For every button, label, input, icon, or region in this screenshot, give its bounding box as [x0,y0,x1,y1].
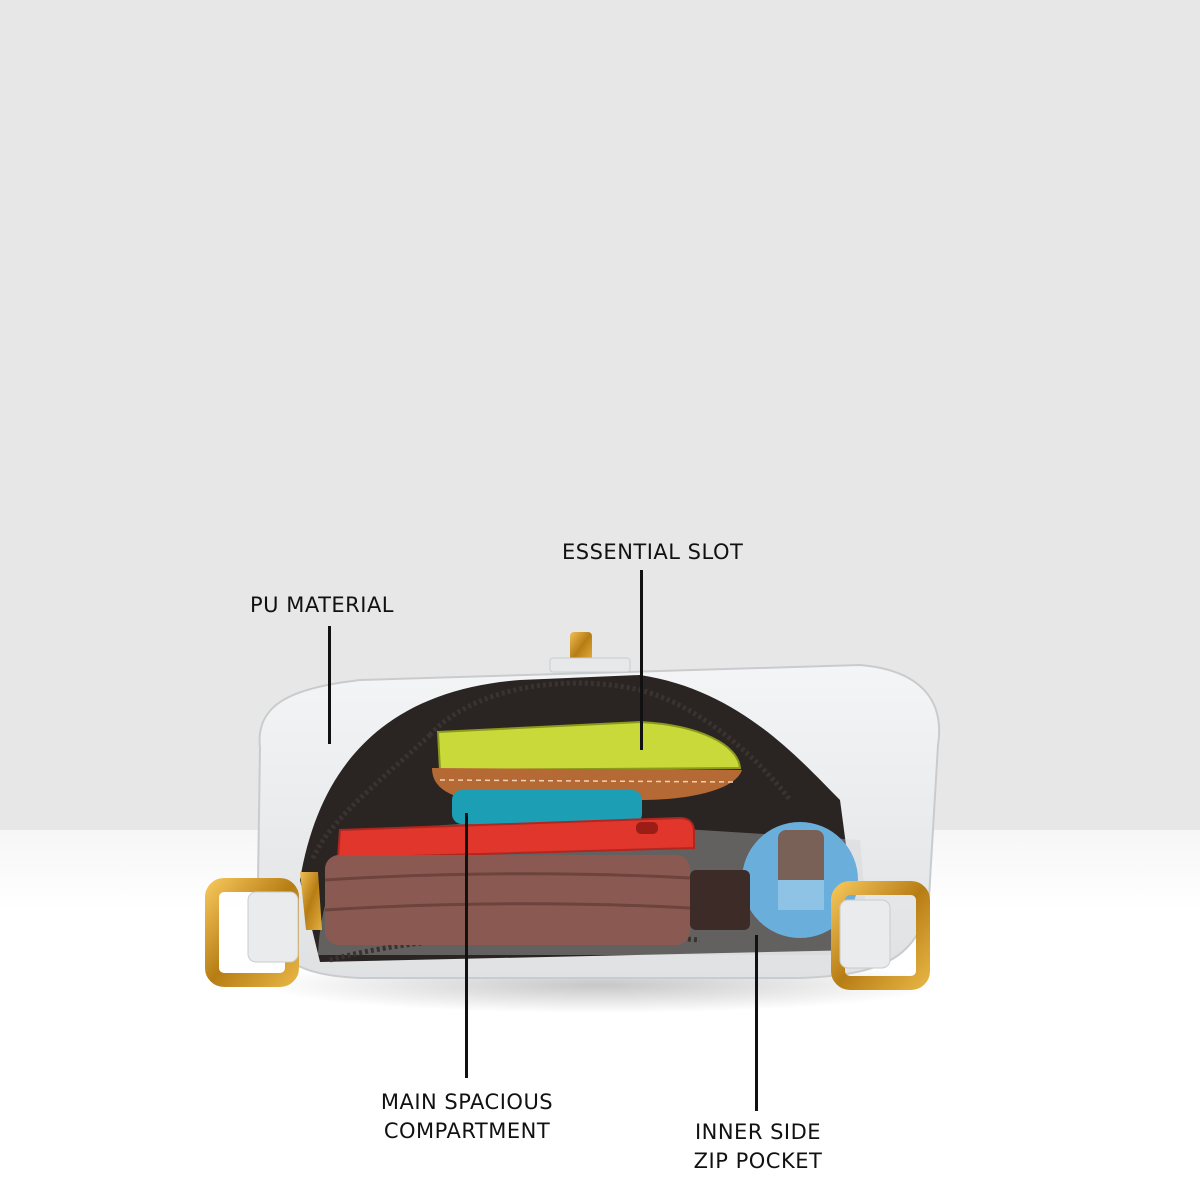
inner-pocket-label-line1: INNER SIDE [694,1120,822,1144]
main-compartment-label-line2: COMPARTMENT [383,1119,551,1143]
left-buckle [205,878,299,987]
main-compartment-leader-line [465,813,468,1078]
clasp-knob [570,632,592,662]
notebook [436,720,742,772]
right-buckle [831,881,930,990]
pu-material-leader-line [328,626,331,744]
essential-slot-label: ESSENTIAL SLOT [562,540,744,564]
main-compartment-label: MAIN SPACIOUS COMPARTMENT [362,1088,572,1146]
inner-pocket-leader-line [755,935,758,1111]
wallet [325,855,690,945]
main-compartment-label-line1: MAIN SPACIOUS [380,1090,554,1114]
phone-camera [636,822,658,834]
inner-pocket-label: INNER SIDE ZIP POCKET [668,1118,848,1176]
zipper-pull [300,872,322,930]
red-phone [336,816,695,860]
teal-case [452,790,642,824]
clasp-tab [549,657,631,673]
zipper-top [428,680,792,802]
inner-pocket-label-line2: ZIP POCKET [693,1149,823,1173]
dark-pouch [690,870,750,930]
pu-material-label: PU MATERIAL [250,593,395,617]
essential-slot-leader-line [640,570,643,750]
zipper-left [309,733,432,862]
